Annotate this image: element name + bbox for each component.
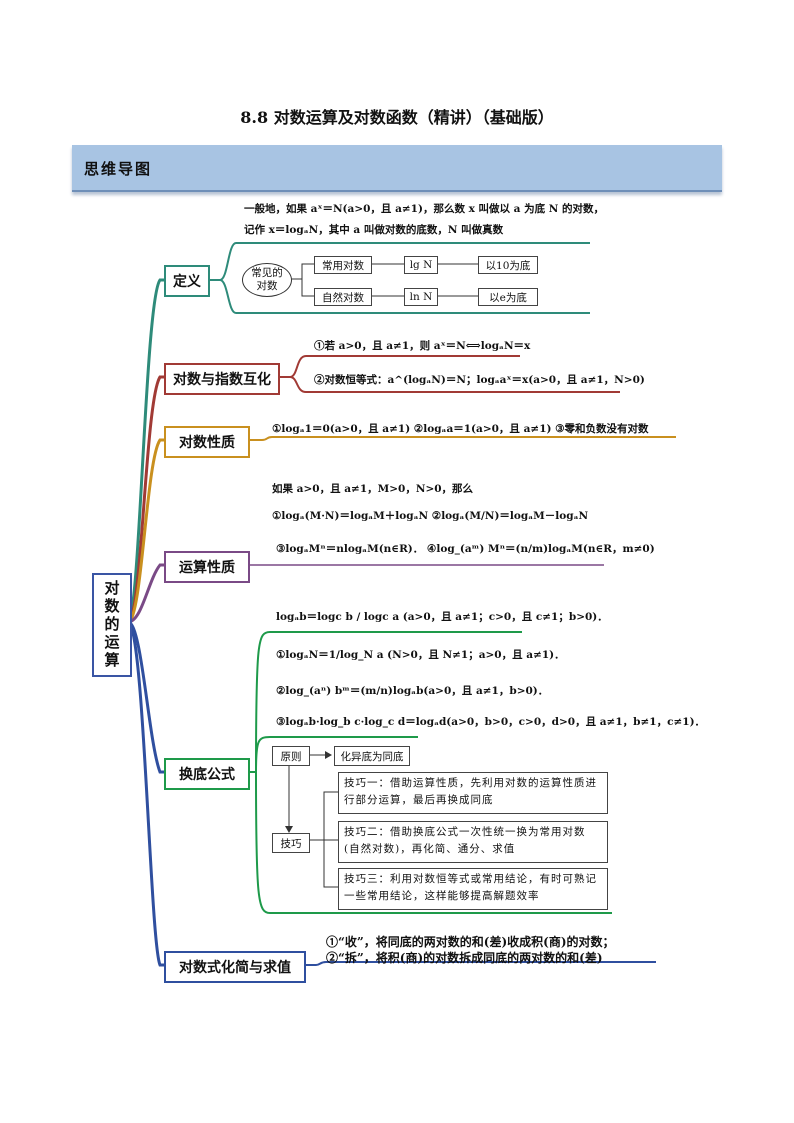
branch-simplify: 对数式化简与求值 (164, 951, 306, 983)
technique-box: 技巧 (272, 833, 310, 853)
branch-definition: 定义 (164, 265, 210, 297)
natural-log-symbol: ln N (404, 288, 438, 306)
exchange-item1: ①若 a>0，且 a≠1，则 aˣ＝N⟺logₐN＝x (314, 340, 531, 352)
base-change-item3: ③logₐb·log_b c·log_c d＝logₐd(a>0，b>0，c>0… (276, 716, 706, 728)
tip-one: 技巧一：借助运算性质，先利用对数的运算性质进行部分运算，最后再换成同底 (338, 772, 608, 814)
branch-exchange: 对数与指数互化 (164, 363, 280, 395)
tip-two: 技巧二：借助换底公式一次性统一换为常用对数(自然对数)，再化简、通分、求值 (338, 821, 608, 863)
page-title: 8.8 对数运算及对数函数（精讲）（基础版） (240, 108, 554, 127)
principle-text-box: 化异底为同底 (334, 746, 410, 766)
simplify-item1: ①“收”，将同底的两对数的和(差)收成积(商)的对数； (326, 935, 615, 949)
exchange-item2: ②对数恒等式：a^(logₐN)＝N；logₐaˣ＝x(a>0，且 a≠1，N>… (314, 374, 645, 386)
branch-base-change: 换底公式 (164, 758, 250, 790)
common-logs-bubble: 常见的对数 (242, 263, 292, 297)
property-text: ①logₐ1＝0(a>0，且 a≠1) ②logₐa＝1(a>0，且 a≠1) … (272, 423, 649, 435)
common-log-name: 常用对数 (314, 256, 372, 274)
banner-label: 思维导图 (84, 160, 153, 178)
common-log-desc: 以10为底 (478, 256, 538, 274)
base-change-item1: ①logₐN＝1/log_N a (N>0，且 N≠1；a>0，且 a≠1)． (276, 649, 565, 661)
natural-log-name: 自然对数 (314, 288, 372, 306)
operation-intro: 如果 a>0，且 a≠1，M>0，N>0，那么 (272, 483, 474, 495)
common-log-symbol: lg N (404, 256, 438, 274)
base-change-formula: logₐb＝logc b / logc a (a>0，且 a≠1；c>0，且 c… (276, 611, 608, 623)
branch-operation: 运算性质 (164, 551, 250, 583)
natural-log-desc: 以e为底 (478, 288, 538, 306)
definition-line2: 记作 x＝logₐN，其中 a 叫做对数的底数，N 叫做真数 (244, 224, 504, 236)
principle-box: 原则 (272, 746, 310, 766)
operation-row2: ③logₐMⁿ＝nlogₐM(n∈R)． ④log_(aᵐ) Mⁿ＝(n/m)l… (276, 543, 655, 555)
base-change-item2: ②log_(aⁿ) bᵐ＝(m/n)logₐb(a>0，且 a≠1，b>0)． (276, 685, 549, 697)
branch-property: 对数性质 (164, 426, 250, 458)
simplify-item2: ②“拆”，将积(商)的对数拆成同底的两对数的和(差) (326, 951, 603, 965)
mindmap-banner: 思维导图 (72, 145, 722, 192)
root-node: 对数的运算 (92, 573, 132, 677)
tip-three: 技巧三：利用对数恒等式或常用结论，有时可熟记一些常用结论，这样能够提高解题效率 (338, 868, 608, 910)
operation-row1: ①logₐ(M·N)＝logₐM＋logₐN ②logₐ(M/N)＝logₐM－… (272, 510, 589, 522)
definition-line1: 一般地，如果 aˣ＝N(a>0，且 a≠1)，那么数 x 叫做以 a 为底 N … (244, 203, 605, 215)
